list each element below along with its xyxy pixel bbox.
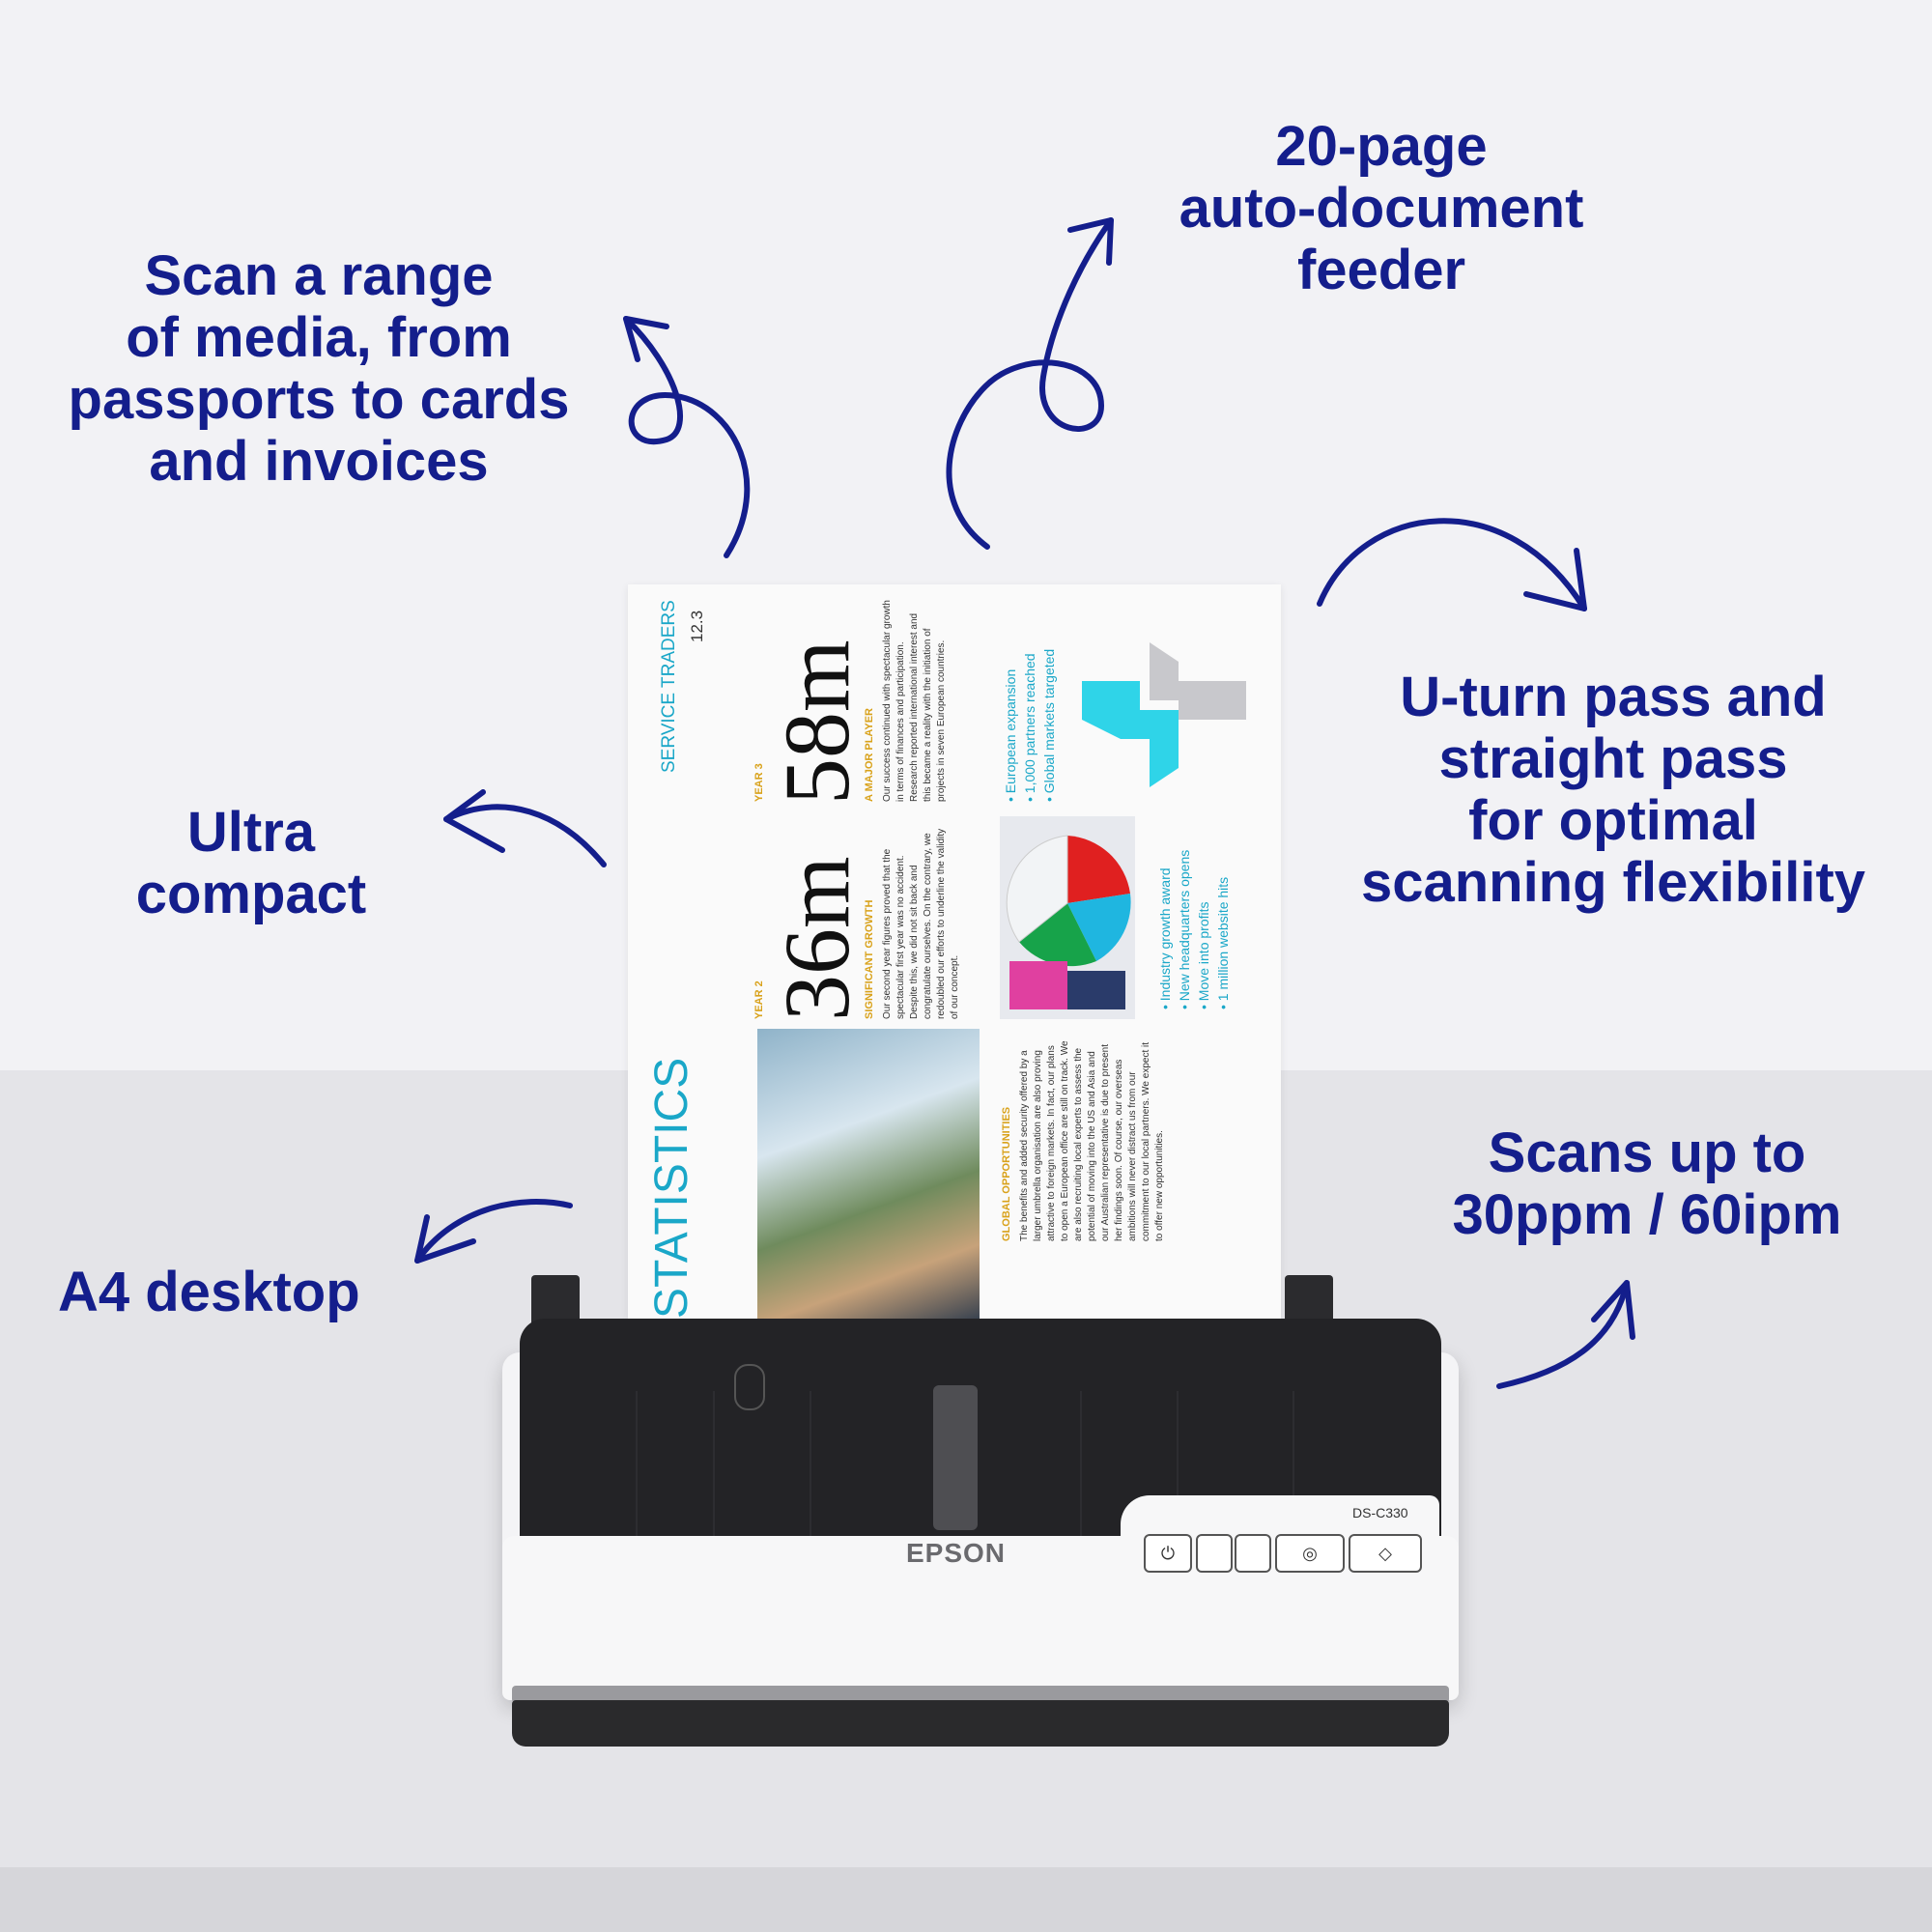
output-tray <box>512 1700 1449 1747</box>
doc-logo-icon <box>1082 642 1246 787</box>
doc-year3-body: Our success continued with spectacular g… <box>882 600 947 802</box>
panel-button-blank-1[interactable] <box>1196 1534 1233 1573</box>
doc-global-heading: GLOBAL OPPORTUNITIES <box>1001 1106 1012 1241</box>
model-label: DS-C330 <box>1352 1505 1408 1520</box>
arrow-media-icon <box>623 316 751 558</box>
doc-bullets-a-1: • European expansion <box>1003 668 1018 802</box>
doc-year3-value: 58m <box>765 639 868 805</box>
doc-bullets-b-2: • New headquarters opens <box>1177 849 1192 1009</box>
wifi-scan-icon: ◎ <box>1302 1544 1318 1563</box>
doc-year2-value: 36m <box>765 856 868 1021</box>
doc-bullets-b-1: • Industry growth award <box>1157 867 1173 1009</box>
doc-header-number: 12.3 <box>688 610 706 642</box>
doc-year2-heading: SIGNIFICANT GROWTH <box>864 899 875 1019</box>
doc-year2-body: Our second year figures proved that the … <box>882 828 960 1019</box>
scanned-document: SERVICE TRADERS 12.3 STATISTICS YEAR 3 5… <box>628 584 1281 1319</box>
brand-logo: EPSON <box>906 1538 1007 1568</box>
arrow-compact-icon <box>443 789 607 867</box>
arrow-speed-icon <box>1496 1280 1635 1389</box>
start-icon: ◇ <box>1378 1544 1392 1563</box>
doc-global-body: The benefits and added security offered … <box>1019 1040 1165 1241</box>
doc-bullets-b-3: • Move into profits <box>1196 901 1211 1009</box>
doc-bullets-a-2: • 1,000 partners reached <box>1022 653 1037 802</box>
panel-button-blank-2[interactable] <box>1235 1534 1271 1573</box>
start-button[interactable]: ◇ <box>1349 1534 1422 1573</box>
cover-release-knob[interactable] <box>734 1364 765 1410</box>
doc-header: SERVICE TRADERS <box>659 600 679 773</box>
arrow-adf-icon <box>946 217 1114 550</box>
power-icon: ⏻ <box>1160 1544 1176 1563</box>
doc-pie-photo <box>1000 816 1135 1019</box>
wifi-scan-button[interactable]: ◎ <box>1275 1534 1345 1573</box>
doc-bullets-a-3: • Global markets targeted <box>1041 648 1057 802</box>
output-slot <box>512 1686 1449 1703</box>
scanner: EPSON DS-C330 ⏻ ◎ ◇ <box>502 1256 1459 1758</box>
doc-year3-heading: A MAJOR PLAYER <box>864 708 875 802</box>
doc-bullets-b-4: • 1 million website hits <box>1215 876 1231 1009</box>
background-strip <box>0 1867 1932 1932</box>
edge-guide-slider[interactable] <box>933 1385 978 1530</box>
callout-a4-desktop: A4 desktop <box>58 1261 360 1323</box>
power-button[interactable]: ⏻ <box>1144 1534 1192 1573</box>
arrow-uturn-icon <box>1317 518 1587 611</box>
arrow-desktop-icon <box>414 1199 573 1264</box>
doc-meeting-photo <box>757 1029 980 1319</box>
